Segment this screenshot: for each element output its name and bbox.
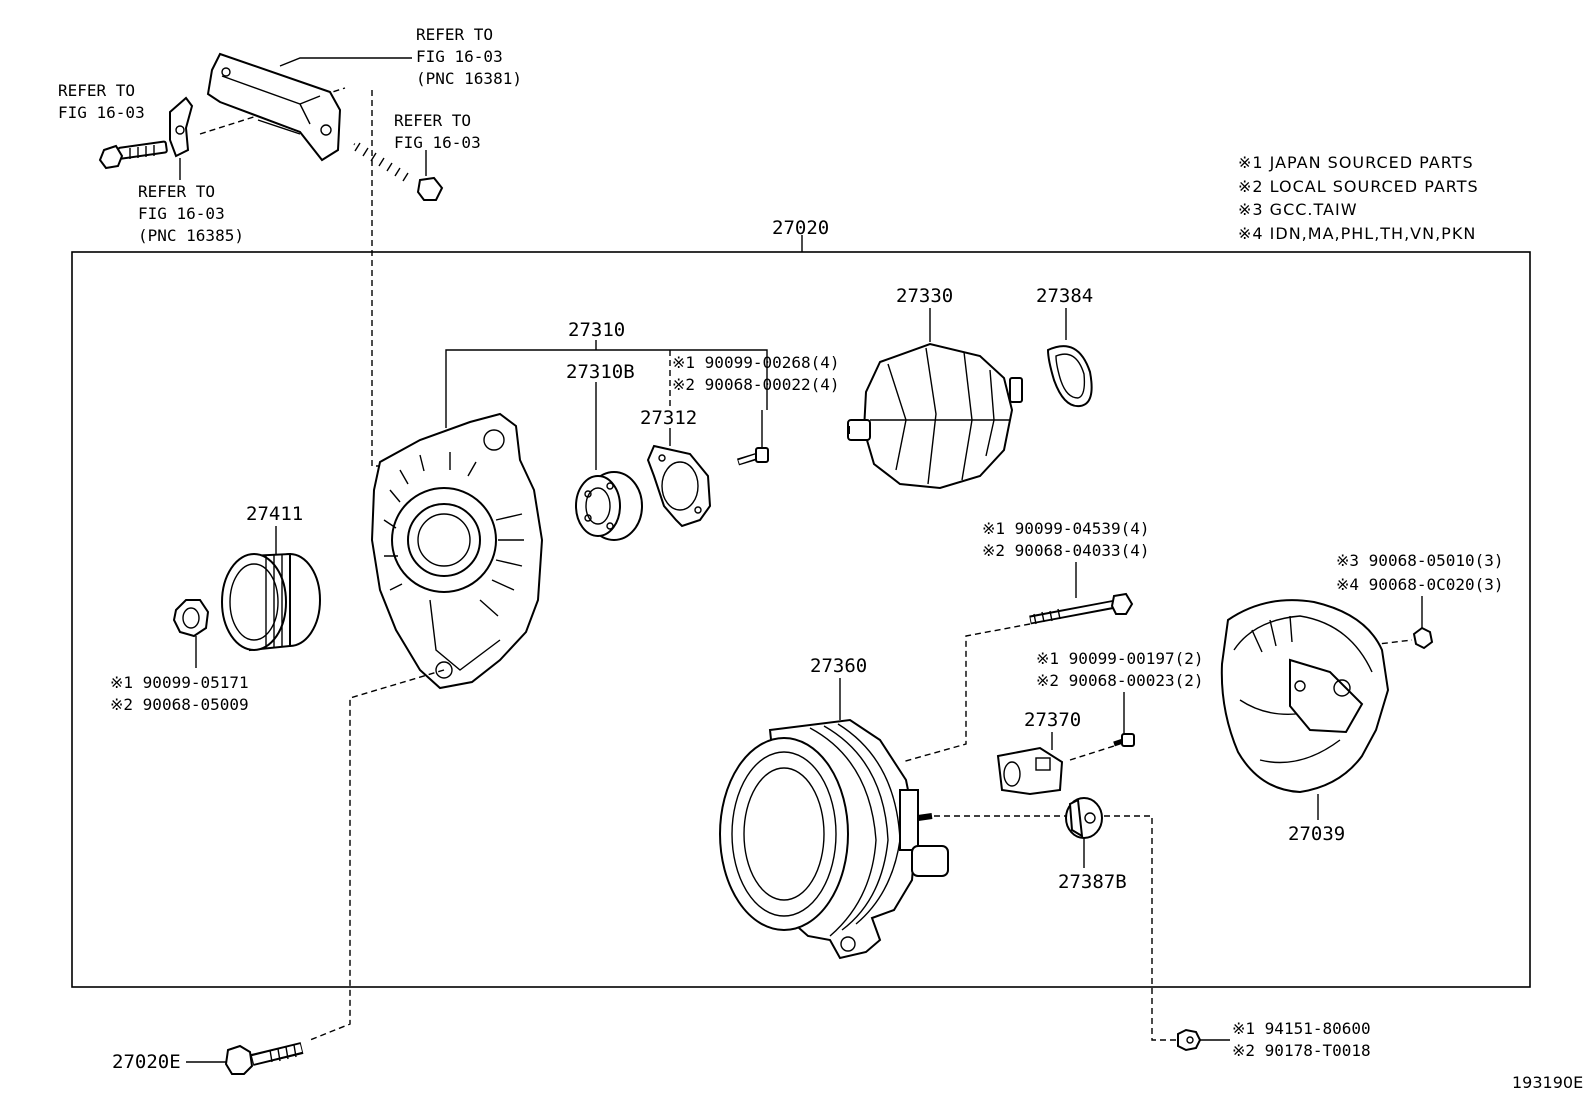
rear-cover xyxy=(1220,599,1390,794)
svg-text:REFER TO: REFER TO xyxy=(416,25,493,44)
refer-long-bolt-label: REFER TO FIG 16-03 xyxy=(394,111,481,152)
svg-text:※2 90068-05009: ※2 90068-05009 xyxy=(110,695,249,714)
retainer-label: 27312 xyxy=(640,407,697,429)
terminal-insulator xyxy=(1065,797,1103,839)
nut-callout: ※1 90099-05171 ※2 90068-05009 xyxy=(110,673,249,714)
svg-text:FIG 16-03: FIG 16-03 xyxy=(416,47,503,66)
svg-text:REFER TO: REFER TO xyxy=(138,182,215,201)
refer-bracket-top-label: REFER TO FIG 16-03 (PNC 16381) xyxy=(416,25,522,88)
bottom-bolt xyxy=(224,1042,304,1075)
svg-text:REFER TO: REFER TO xyxy=(394,111,471,130)
voltage-regulator xyxy=(996,746,1064,796)
assembly-frame xyxy=(71,251,1531,988)
svg-text:FIG 16-03: FIG 16-03 xyxy=(58,103,145,122)
svg-text:※2 90068-00022(4): ※2 90068-00022(4) xyxy=(672,375,840,394)
rear-frame xyxy=(719,718,949,960)
bolt-bottom-label: 27020E xyxy=(112,1051,181,1073)
svg-text:(PNC 16381): (PNC 16381) xyxy=(416,69,522,88)
regulator-screw-callout: ※1 90099-00197(2) ※2 90068-00023(2) xyxy=(1036,649,1204,690)
spacer-ring xyxy=(1046,345,1093,408)
cover-nut-callout: ※3 90068-05010(3) ※4 90068-0C020(3) xyxy=(1336,551,1504,594)
retainer-plate xyxy=(646,444,712,528)
bearing-label: 27310B xyxy=(566,361,635,383)
stator-frame-label: 27360 xyxy=(810,655,867,677)
pulley-nut xyxy=(172,599,210,638)
frame-screw xyxy=(736,447,769,466)
svg-text:FIG 16-03: FIG 16-03 xyxy=(138,204,225,223)
svg-text:FIG 16-03: FIG 16-03 xyxy=(394,133,481,152)
svg-text:※2 90178-T0018: ※2 90178-T0018 xyxy=(1232,1041,1371,1060)
rear-cover-label: 27039 xyxy=(1288,823,1345,845)
rotor xyxy=(847,342,1023,490)
terminal-nut xyxy=(1177,1028,1202,1052)
terminal-nut-callout: ※1 94151-80600 ※2 90178-T0018 xyxy=(1232,1019,1371,1060)
svg-text:※2 90068-04033(4): ※2 90068-04033(4) xyxy=(982,541,1150,560)
bracket-large xyxy=(206,52,342,162)
assembly-label: 27020 xyxy=(772,217,829,239)
regulator-label: 27370 xyxy=(1024,709,1081,731)
legend-line-1: ※1 JAPAN SOURCED PARTS xyxy=(1238,153,1474,172)
svg-text:※2 90068-00023(2): ※2 90068-00023(2) xyxy=(1036,671,1204,690)
through-bolt xyxy=(1029,592,1134,625)
bracket-small xyxy=(169,96,194,158)
through-bolt-callout: ※1 90099-04539(4) ※2 90068-04033(4) xyxy=(982,519,1150,560)
pulley xyxy=(221,552,321,652)
regulator-screw xyxy=(1113,733,1135,747)
legend: ※1 JAPAN SOURCED PARTS ※2 LOCAL SOURCED … xyxy=(1238,153,1479,243)
drive-frame-label: 27310 xyxy=(568,319,625,341)
diagram-id: 193190E xyxy=(1512,1073,1583,1092)
svg-text:※3 90068-05010(3): ※3 90068-05010(3) xyxy=(1336,551,1504,570)
mount-bolt-left xyxy=(98,140,168,170)
legend-line-3: ※3 GCC.TAIW xyxy=(1238,200,1358,219)
spacer-label: 27384 xyxy=(1036,285,1093,307)
svg-text:REFER TO: REFER TO xyxy=(58,81,135,100)
refer-bracket-left-label: REFER TO FIG 16-03 (PNC 16385) xyxy=(138,182,244,245)
mount-bolt-long xyxy=(353,141,444,201)
svg-text:※4 90068-0C020(3): ※4 90068-0C020(3) xyxy=(1336,575,1504,594)
svg-text:※1 90099-00197(2): ※1 90099-00197(2) xyxy=(1036,649,1204,668)
legend-line-2: ※2 LOCAL SOURCED PARTS xyxy=(1238,177,1479,196)
refer-left-bolt-label: REFER TO FIG 16-03 xyxy=(58,81,145,122)
rotor-label: 27330 xyxy=(896,285,953,307)
screw-callout: ※1 90099-00268(4) ※2 90068-00022(4) xyxy=(672,353,840,394)
bearing xyxy=(575,471,643,541)
svg-text:※1 90099-00268(4): ※1 90099-00268(4) xyxy=(672,353,840,372)
svg-text:※1 90099-05171: ※1 90099-05171 xyxy=(110,673,249,692)
svg-text:(PNC 16385): (PNC 16385) xyxy=(138,226,244,245)
legend-line-4: ※4 IDN,MA,PHL,TH,VN,PKN xyxy=(1238,224,1476,243)
svg-text:※1 94151-80600: ※1 94151-80600 xyxy=(1232,1019,1371,1038)
cover-nut xyxy=(1412,626,1434,650)
terminal-insulator-label: 27387B xyxy=(1058,871,1127,893)
svg-text:※1 90099-04539(4): ※1 90099-04539(4) xyxy=(982,519,1150,538)
drive-end-frame xyxy=(370,412,544,690)
pulley-label: 27411 xyxy=(246,503,303,525)
